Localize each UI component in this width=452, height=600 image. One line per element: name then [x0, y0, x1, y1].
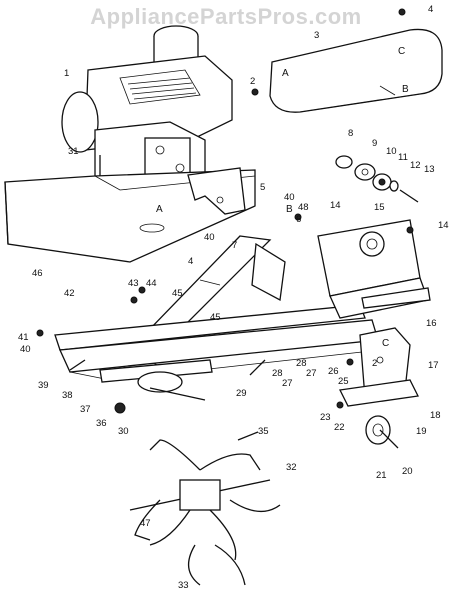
callout-p12: 12 — [410, 160, 421, 171]
engine — [61, 25, 233, 193]
callout-p32: 32 — [286, 462, 297, 473]
callout-p48: 48 — [298, 202, 309, 213]
callout-p39: 39 — [38, 380, 49, 391]
belt-cover — [269, 28, 443, 113]
callout-p37: 37 — [80, 404, 91, 415]
callout-p27a: 27 — [282, 378, 293, 389]
callout-p20: 20 — [402, 466, 413, 477]
callout-p46: 46 — [32, 268, 43, 279]
callout-p11: 11 — [398, 152, 408, 163]
callout-p3: 3 — [314, 30, 319, 41]
letter-B1: B — [402, 84, 409, 95]
callout-p10: 10 — [386, 146, 397, 157]
callout-p45b: 45 — [210, 312, 221, 323]
fasteners — [36, 8, 414, 414]
callout-p28b: 28 — [296, 358, 307, 369]
callout-p4a: 4 — [428, 4, 433, 15]
callout-p33: 33 — [178, 580, 189, 591]
callout-p1: 1 — [64, 68, 69, 79]
tine-shaft — [99, 359, 213, 401]
callout-p44: 44 — [146, 278, 157, 289]
callout-p14b: 14 — [438, 220, 449, 231]
callout-p19: 19 — [416, 426, 427, 437]
callout-p43: 43 — [128, 278, 139, 289]
callout-p18: 18 — [430, 410, 441, 421]
callout-p22: 22 — [334, 422, 345, 433]
callout-p5: 5 — [260, 182, 265, 193]
callout-p17: 17 — [428, 360, 439, 371]
callout-p13: 13 — [424, 164, 435, 175]
callout-p16: 16 — [426, 318, 437, 329]
callout-p25: 25 — [338, 376, 349, 387]
callout-p7: 7 — [232, 240, 237, 251]
callout-p45a: 45 — [172, 288, 183, 299]
callout-p42: 42 — [64, 288, 75, 299]
callout-p27b: 27 — [306, 368, 317, 379]
letter-B2: B — [286, 204, 293, 215]
callout-p28a: 28 — [272, 368, 283, 379]
letter-C2: C — [382, 338, 389, 349]
callout-p4b: 4 — [188, 256, 193, 267]
reference-letters: A A B B C C — [156, 46, 409, 349]
letter-C1: C — [398, 46, 405, 57]
callout-p31: 31 — [68, 146, 79, 157]
callout-p38: 38 — [62, 390, 73, 401]
callout-p6: 6 — [296, 214, 301, 225]
callout-p29: 29 — [236, 388, 247, 399]
callout-p40b: 40 — [204, 232, 215, 243]
callout-p2b: 2 — [372, 358, 377, 369]
letter-A1: A — [282, 68, 289, 79]
callout-p36: 36 — [96, 418, 107, 429]
letter-A2: A — [156, 204, 163, 215]
callout-p35: 35 — [258, 426, 269, 437]
callout-p9: 9 — [372, 138, 377, 149]
callout-p40a: 40 — [284, 192, 295, 203]
callout-p26: 26 — [328, 366, 339, 377]
pulley-parts — [335, 155, 419, 203]
depth-bracket — [339, 327, 419, 407]
callout-p21: 21 — [376, 470, 387, 481]
pulley-housing — [317, 219, 431, 319]
callout-p8: 8 — [348, 128, 353, 139]
callout-p14a: 14 — [330, 200, 341, 211]
callout-p40c: 40 — [20, 344, 31, 355]
callout-p30: 30 — [118, 426, 129, 437]
callout-p41: 41 — [18, 332, 29, 343]
wheel — [365, 415, 399, 449]
callout-p23: 23 — [320, 412, 331, 423]
callout-p2: 2 — [250, 76, 255, 87]
drive-bracket — [187, 167, 246, 215]
callout-p47: 47 — [140, 518, 151, 529]
callout-p15: 15 — [374, 202, 385, 213]
tine-assembly — [129, 431, 281, 586]
